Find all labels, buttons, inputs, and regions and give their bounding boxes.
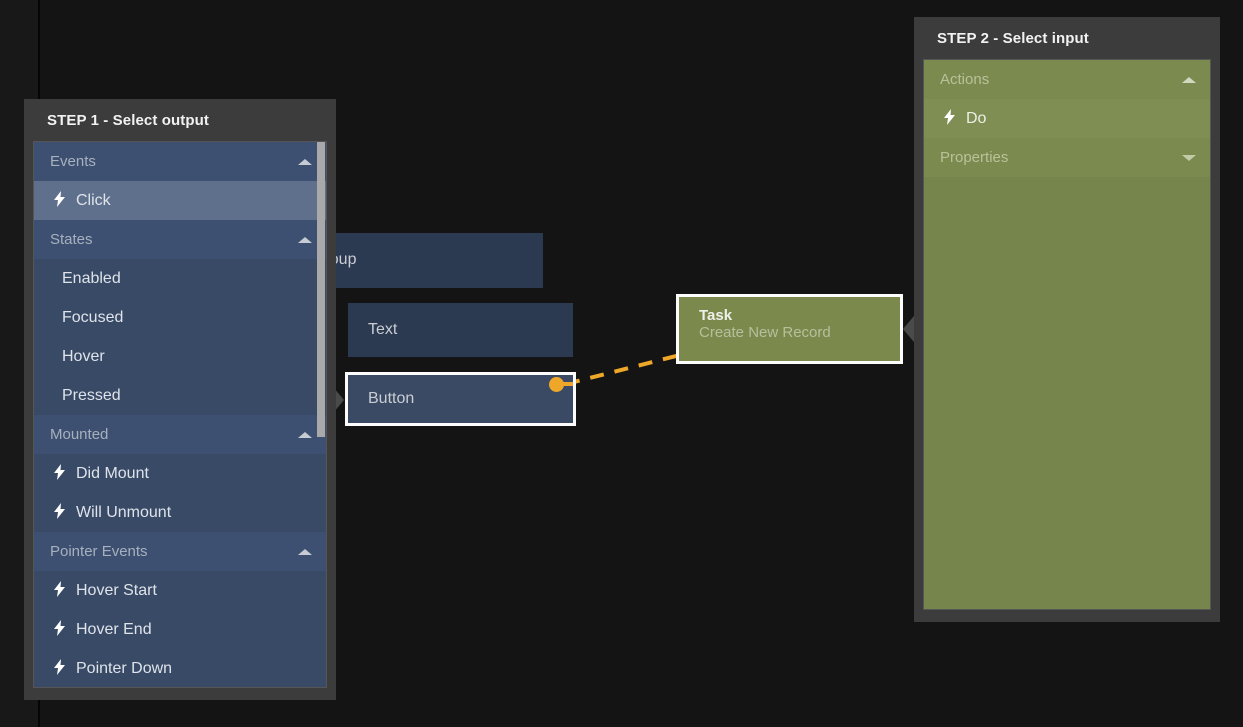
lightning-bolt-icon	[50, 191, 68, 210]
group-header-label: Mounted	[50, 426, 109, 443]
step2-title: STEP 2 - Select input	[937, 30, 1089, 47]
list-item-label: Do	[966, 109, 987, 127]
list-item-label: Did Mount	[76, 464, 149, 482]
node-label: Task	[699, 307, 733, 324]
list-item-label: Hover End	[76, 620, 152, 638]
list-item-do[interactable]: Do	[924, 99, 1210, 138]
list-item-label: Focused	[62, 308, 124, 326]
chevron-up-icon[interactable]	[298, 431, 312, 438]
lightning-bolt-icon	[50, 620, 68, 639]
group-header-actions[interactable]: Actions	[924, 60, 1210, 99]
node-label: Text	[368, 320, 398, 338]
list-item-focused[interactable]: Focused	[34, 298, 326, 337]
group-header-label: Actions	[940, 71, 990, 88]
group-header-events[interactable]: Events	[34, 142, 326, 181]
list-item-label: Pressed	[62, 386, 121, 404]
step1-title: STEP 1 - Select output	[47, 112, 209, 129]
node-sublabel: Create New Record	[699, 324, 831, 342]
step1-scrollbar[interactable]	[317, 142, 326, 687]
chevron-up-icon[interactable]	[298, 158, 312, 165]
lightning-bolt-icon	[940, 109, 958, 128]
canvas-node-text[interactable]: Text	[348, 303, 573, 357]
chevron-up-icon[interactable]	[298, 548, 312, 555]
lightning-bolt-icon	[50, 581, 68, 600]
chevron-up-icon[interactable]	[1182, 76, 1196, 83]
canvas-node-task[interactable]: Task Create New Record	[676, 294, 903, 364]
node-label: Button	[368, 389, 415, 407]
list-item-enabled[interactable]: Enabled	[34, 259, 326, 298]
chevron-down-icon[interactable]	[1182, 154, 1196, 161]
group-header-pointer-events[interactable]: Pointer Events	[34, 532, 326, 571]
list-item-label: Hover Start	[76, 581, 157, 599]
list-item-did-mount[interactable]: Did Mount	[34, 454, 326, 493]
lightning-bolt-icon	[50, 503, 68, 522]
list-item-label: Click	[76, 191, 111, 209]
chevron-up-icon[interactable]	[298, 236, 312, 243]
list-item-pressed[interactable]: Pressed	[34, 376, 326, 415]
list-item-hover-start[interactable]: Hover Start	[34, 571, 326, 610]
list-item-will-unmount[interactable]: Will Unmount	[34, 493, 326, 532]
lightning-bolt-icon	[50, 659, 68, 678]
list-item-label: Enabled	[62, 269, 121, 287]
group-header-label: Properties	[940, 149, 1009, 166]
list-item-label: Will Unmount	[76, 503, 172, 521]
output-port-stub	[561, 382, 573, 386]
output-port-dot[interactable]	[549, 377, 564, 392]
step1-scrollbar-thumb[interactable]	[317, 142, 325, 437]
list-item-label: Hover	[62, 347, 105, 365]
list-item-hover-end[interactable]: Hover End	[34, 610, 326, 649]
list-item-label: Pointer Down	[76, 659, 173, 677]
group-header-mounted[interactable]: Mounted	[34, 415, 326, 454]
group-header-states[interactable]: States	[34, 220, 326, 259]
group-header-label: States	[50, 231, 93, 248]
group-header-properties[interactable]: Properties	[924, 138, 1210, 177]
list-item-hover[interactable]: Hover	[34, 337, 326, 376]
list-item-click[interactable]: Click	[34, 181, 326, 220]
canvas-node-button[interactable]: Button	[345, 372, 576, 426]
lightning-bolt-icon	[50, 464, 68, 483]
group-header-label: Pointer Events	[50, 543, 148, 560]
list-item-pointer-down[interactable]: Pointer Down	[34, 649, 326, 687]
group-header-label: Events	[50, 153, 96, 170]
